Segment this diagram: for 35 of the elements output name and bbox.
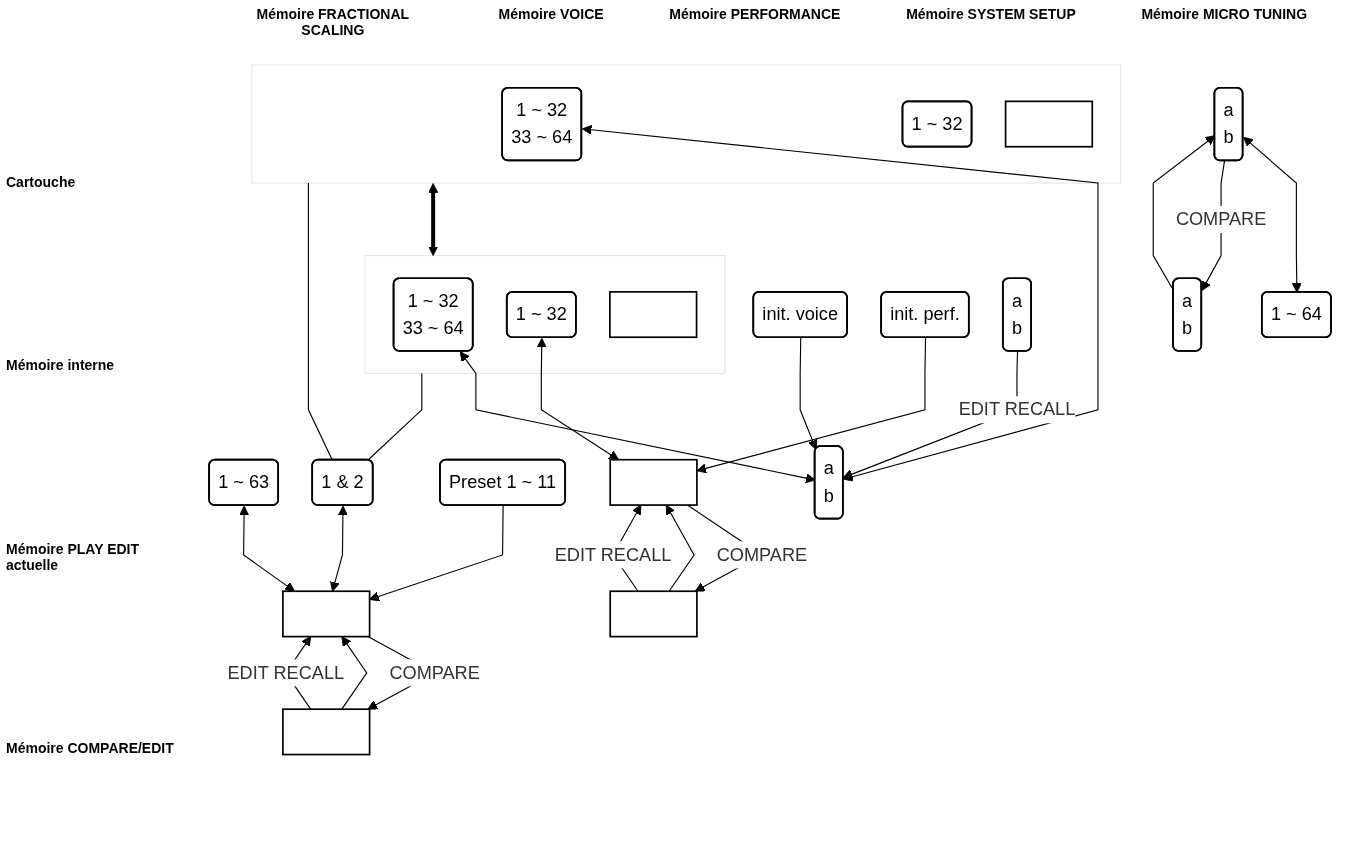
arrow — [799, 337, 818, 450]
edge-label: COMPARE — [716, 544, 808, 565]
edge-label: COMPARE — [389, 662, 480, 682]
row-heading: Mémoire PLAY EDIT actuelle — [6, 540, 141, 573]
node-box — [609, 291, 698, 339]
row-heading: Cartouche — [6, 173, 77, 190]
edge-label: EDIT RECALL — [227, 662, 345, 682]
arrow — [239, 505, 295, 592]
cluster — [251, 64, 1122, 184]
connector — [307, 182, 333, 461]
arrow — [369, 505, 504, 602]
column-heading: Mémoire FRACTIONAL SCALING — [255, 6, 411, 38]
arrow — [665, 504, 695, 592]
column-heading: Mémoire PERFORMANCE — [669, 6, 841, 24]
arrow — [1243, 136, 1302, 293]
arrow — [536, 337, 619, 461]
edge-label: EDIT RECALL — [958, 399, 1076, 419]
row-heading: Mémoire interne — [6, 357, 116, 374]
node-box — [282, 590, 371, 638]
cluster — [364, 255, 726, 375]
column-heading: Mémoire MICRO TUNING — [1141, 6, 1308, 24]
arrow — [330, 505, 348, 592]
edge-label: COMPARE — [1175, 209, 1267, 229]
node-box — [1004, 100, 1094, 148]
edge-label: EDIT RECALL — [554, 544, 672, 565]
arrow — [341, 636, 368, 710]
row-heading: Mémoire COMPARE/EDIT — [6, 740, 175, 757]
column-heading: Mémoire VOICE — [498, 6, 604, 24]
arrow — [696, 337, 927, 474]
connector — [367, 372, 423, 461]
node-box — [609, 590, 698, 638]
node-box — [609, 458, 698, 506]
node-box — [282, 708, 371, 756]
column-heading: Mémoire SYSTEM SETUP — [906, 6, 1076, 24]
arrow — [428, 183, 439, 257]
